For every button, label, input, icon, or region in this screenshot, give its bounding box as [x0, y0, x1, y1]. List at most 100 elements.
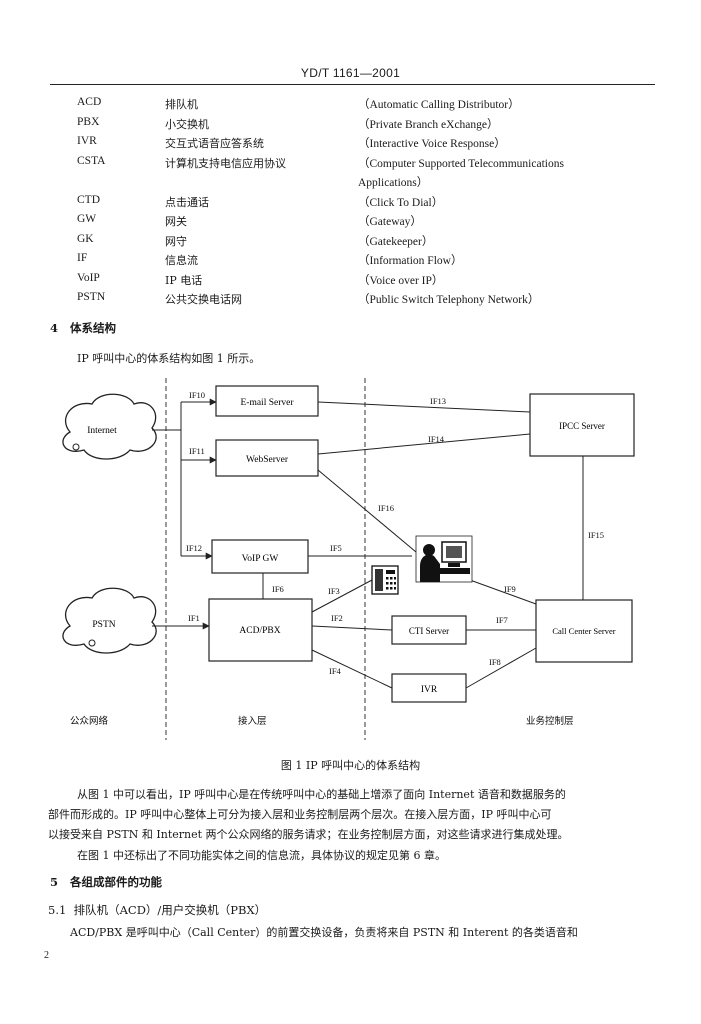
- if4-link: [311, 649, 393, 689]
- voip-gw-box: VoIP GW: [211, 539, 309, 574]
- section-5-heading: 5 各组成部件的功能: [50, 874, 162, 890]
- cti-server-label: CTI Server: [409, 626, 449, 636]
- abbreviation-chinese: 公共交换电话网: [165, 293, 242, 306]
- abbreviation-term: CTD: [77, 193, 100, 206]
- abbreviation-row: GK 网守 （Gatekeeper）: [0, 233, 701, 252]
- page-number: 2: [44, 950, 49, 961]
- ivr-box: IVR: [391, 673, 467, 703]
- body-paragraph-line: 在图 1 中还标出了不同功能实体之间的信息流，具体协议的规定见第 6 章。: [77, 849, 446, 862]
- abbreviation-term: PSTN: [77, 291, 106, 303]
- email-server-box: E-mail Server: [215, 385, 319, 417]
- abbreviation-row: Applications）: [0, 174, 701, 193]
- internet-cloud: Internet: [62, 393, 157, 460]
- body-paragraph-line: ACD/PBX 是呼叫中心（Call Center）的前置交换设备，负责将来自 …: [70, 926, 578, 939]
- ipcc-server-box: IPCC Server: [529, 393, 635, 457]
- if2-link: [311, 625, 393, 631]
- ipcc-server-label: IPCC Server: [559, 421, 605, 431]
- header-rule: [50, 84, 655, 85]
- if7-label: IF7: [496, 615, 508, 625]
- section-title: 排队机（ACD）/用户交换机（PBX）: [73, 903, 267, 917]
- if16-label: IF16: [378, 503, 394, 513]
- section-title: 体系结构: [70, 321, 117, 335]
- if6-label: IF6: [272, 584, 284, 594]
- if2-label: IF2: [331, 613, 343, 623]
- abbreviation-chinese: 信息流: [165, 254, 198, 267]
- section-title: 各组成部件的功能: [70, 875, 163, 889]
- abbreviation-chinese: IP 电话: [165, 273, 203, 287]
- abbreviation-term: GK: [77, 232, 94, 245]
- if12-label: IF12: [186, 543, 202, 553]
- if9-label: IF9: [504, 584, 516, 594]
- if15-label: IF15: [588, 530, 604, 540]
- pstn-label: PSTN: [92, 620, 115, 630]
- if14-link: [317, 433, 531, 455]
- abbreviation-chinese: 交互式语音应答系统: [165, 137, 264, 150]
- globe-icon: [72, 443, 80, 451]
- abbreviation-english: （Interactive Voice Response）: [358, 138, 506, 150]
- abbreviation-chinese: 点击通话: [165, 195, 209, 209]
- abbreviation-term: IVR: [77, 135, 97, 147]
- if14-label: IF14: [428, 434, 445, 444]
- if9-link: [469, 579, 537, 605]
- abbreviation-english: （Gatekeeper）: [358, 235, 434, 248]
- section-number: 4: [50, 321, 59, 335]
- public-network-label: 公众网络: [70, 715, 109, 727]
- abbreviation-term: PBX: [77, 115, 100, 128]
- pstn-cloud: PSTN: [62, 587, 157, 654]
- body-paragraph-line: 部件而形成的。IP 呼叫中心整体上可分为接入层和业务控制层两个层次。在接入层方面…: [48, 808, 552, 821]
- acd-pbx-box: ACD/PBX: [208, 598, 313, 662]
- if11-label: IF11: [189, 446, 205, 456]
- ivr-label: IVR: [421, 685, 438, 695]
- abbreviation-row: PSTN 公共交换电话网 （Public Switch Telephony Netw…: [0, 291, 701, 310]
- section-5-1-heading: 5.1 排队机（ACD）/用户交换机（PBX）: [48, 902, 266, 918]
- telephone-icon: [371, 565, 399, 595]
- abbreviation-chinese: 网守: [165, 234, 187, 248]
- abbreviation-row: GW 网关 （Gateway）: [0, 213, 701, 232]
- if4-label: IF4: [329, 666, 342, 676]
- abbreviation-row: CSTA 计算机支持电信应用协议 （Computer Supported Telec…: [0, 155, 701, 174]
- if13-link: [317, 401, 531, 413]
- web-server-label: WebServer: [246, 455, 289, 465]
- call-center-server-label: Call Center Server: [552, 626, 615, 636]
- section-number: 5.1: [48, 903, 67, 917]
- abbreviation-english: （Automatic Calling Distributor）: [358, 99, 520, 111]
- cti-server-box: CTI Server: [391, 615, 467, 645]
- if8-label: IF8: [489, 657, 501, 667]
- abbreviation-english: （Computer Supported Telecommunications: [358, 157, 564, 170]
- abbreviation-term: VoIP: [77, 271, 100, 284]
- if16-link: [317, 469, 417, 553]
- if5-label: IF5: [330, 543, 342, 553]
- access-layer-label: 接入层: [238, 715, 267, 727]
- abbreviation-term: ACD: [77, 96, 102, 108]
- if3-label: IF3: [328, 586, 340, 596]
- figure-caption: 图 1 IP 呼叫中心的体系结构: [280, 759, 421, 772]
- web-server-box: WebServer: [215, 439, 319, 477]
- if3-link: [311, 579, 373, 613]
- abbreviation-chinese: 网关: [165, 215, 187, 228]
- abbreviation-english: （Gateway）: [358, 216, 422, 228]
- body-paragraph-line: 以接受来自 PSTN 和 Internet 两个公众网络的服务请求；在业务控制层…: [48, 828, 569, 841]
- section-4-heading: 4 体系结构: [50, 320, 116, 336]
- if10-label: IF10: [189, 390, 205, 400]
- architecture-diagram: Internet PSTN E-mail Server WebServer: [62, 378, 635, 740]
- abbreviation-chinese: 计算机支持电信应用协议: [165, 156, 286, 170]
- abbreviation-english: （Private Branch eXchange）: [358, 118, 499, 131]
- section-number: 5: [50, 875, 59, 889]
- body-paragraph-line: 从图 1 中可以看出，IP 呼叫中心是在传统呼叫中心的基础上增添了面向 Inte…: [77, 788, 566, 801]
- abbreviation-term: CSTA: [77, 154, 106, 167]
- abbreviation-row: ACD 排队机 （Automatic Calling Distributor）: [0, 96, 701, 115]
- abbreviation-english: （Information Flow）: [358, 255, 463, 267]
- abbreviation-term: GW: [77, 213, 97, 225]
- abbreviation-chinese: 排队机: [165, 98, 198, 111]
- voip-gw-label: VoIP GW: [242, 554, 279, 564]
- phone-network-icon: [88, 639, 96, 647]
- if13-label: IF13: [430, 396, 446, 406]
- control-layer-label: 业务控制层: [526, 715, 574, 727]
- abbreviation-row: IVR 交互式语音应答系统 （Interactive Voice Response）: [0, 135, 701, 154]
- abbreviation-english: （Public Switch Telephony Network）: [358, 294, 540, 306]
- page-header: YD/T 1161—2001: [300, 66, 401, 80]
